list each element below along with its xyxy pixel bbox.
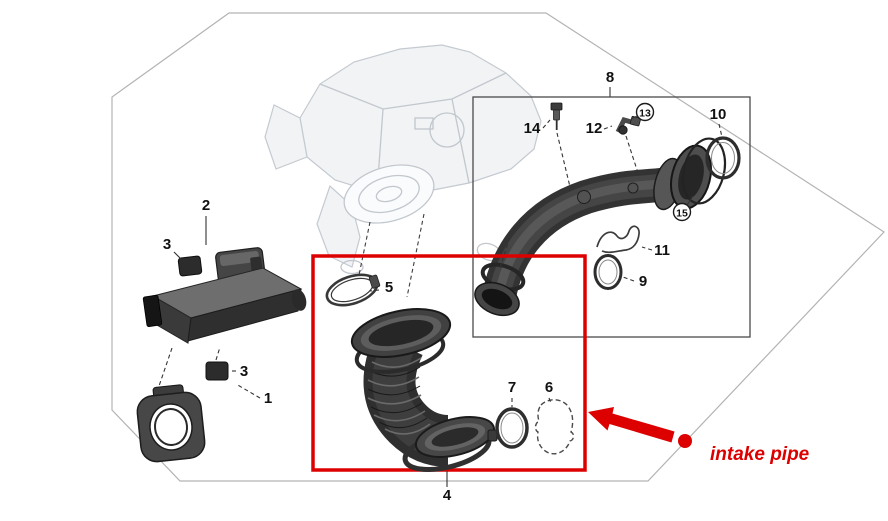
filter-mouth-outer — [343, 164, 435, 224]
part-6-gasket-outline: 6 — [534, 379, 575, 455]
part-3-grommet-b — [205, 361, 229, 381]
callout-1-leader — [235, 383, 261, 399]
part-7-o-ring: 7 — [495, 379, 529, 449]
callout-7: 7 — [508, 379, 516, 396]
callout-13-circle — [635, 102, 655, 122]
callout-14: 14 — [524, 120, 541, 137]
callout-10: 10 — [710, 106, 727, 123]
pipe-assembly-dash — [499, 242, 509, 269]
callout-15-circle — [672, 202, 692, 222]
housing-detail-circle — [429, 112, 465, 148]
annotation-dot-icon — [678, 434, 692, 448]
diagram-frame — [111, 12, 885, 482]
callout-13-leader — [630, 115, 638, 120]
callout-14-leader — [542, 119, 551, 129]
housing-detail-rect — [414, 117, 434, 130]
charge-pipe — [474, 137, 727, 317]
assembly-box-outline — [472, 96, 751, 338]
annotation-arrow-icon — [588, 407, 675, 443]
part-10-o-ring — [705, 136, 741, 180]
highlight-region — [311, 254, 587, 472]
part-11-clip — [596, 225, 640, 254]
annotation-label: intake pipe — [710, 444, 810, 465]
callout-11: 11 — [654, 242, 670, 259]
callout-3a-leader — [173, 251, 182, 260]
fitting-axis-dash — [625, 135, 640, 177]
callout-3b: 3 — [240, 363, 248, 380]
callout-4-group: 4 — [443, 471, 452, 504]
callout-5-leader — [369, 289, 380, 292]
callout-3a: 3 — [163, 236, 171, 253]
part-14-sensor — [550, 102, 563, 130]
pipe-inlet-flange — [350, 308, 452, 358]
callout-9-leader — [622, 276, 635, 282]
callout-1: 1 — [264, 390, 272, 407]
part-5-hose-clamp: 5 — [325, 273, 393, 307]
part-12-fitting — [615, 115, 642, 135]
callout-6: 6 — [545, 379, 553, 396]
callout-13: 13 — [639, 108, 651, 120]
housing-ridge-line — [319, 72, 507, 110]
callout-6-leader — [548, 397, 552, 404]
pipe-outlet-flange — [414, 416, 496, 458]
grommet-axis-dash — [215, 346, 221, 361]
part-3-grommet-a — [177, 255, 203, 277]
bellows-ridge — [371, 357, 422, 368]
housing-outlet-ghost — [340, 259, 364, 275]
part-4-intake-pipe — [350, 308, 498, 473]
duct-body — [142, 267, 307, 344]
duct-axis-dash — [157, 347, 173, 390]
sensor-axis-dash — [556, 132, 572, 192]
callout-8: 8 — [606, 69, 614, 86]
callout-12-leader — [603, 125, 613, 130]
assembly-dash-line — [358, 221, 371, 276]
callout-15: 15 — [676, 208, 688, 220]
frame-outline — [111, 12, 885, 482]
part-8-charge-pipe-assembly: 8 14 12 — [472, 69, 751, 338]
callout-2: 2 — [202, 197, 210, 214]
filter-mouth-hub — [375, 185, 403, 203]
callout-5: 5 — [385, 279, 393, 296]
callout-15-leader — [686, 195, 694, 206]
annotation-group: intake pipe — [588, 407, 810, 465]
highlight-box — [311, 254, 587, 472]
filter-mouth-inner — [358, 174, 420, 214]
callout-9: 9 — [639, 273, 647, 290]
part-2-air-duct-assembly: 2 3 3 1 — [136, 197, 307, 463]
air-filter-housing-ghost — [264, 44, 542, 298]
callout-12: 12 — [586, 120, 603, 137]
part-1-mount-bracket — [136, 384, 206, 463]
housing-left-flap — [264, 104, 308, 170]
callout-4: 4 — [443, 487, 452, 504]
pipe-flange-lip — [681, 137, 727, 205]
callout-10-leader — [718, 123, 723, 138]
callout-11-leader — [641, 246, 653, 251]
part-9-o-ring — [593, 254, 623, 290]
